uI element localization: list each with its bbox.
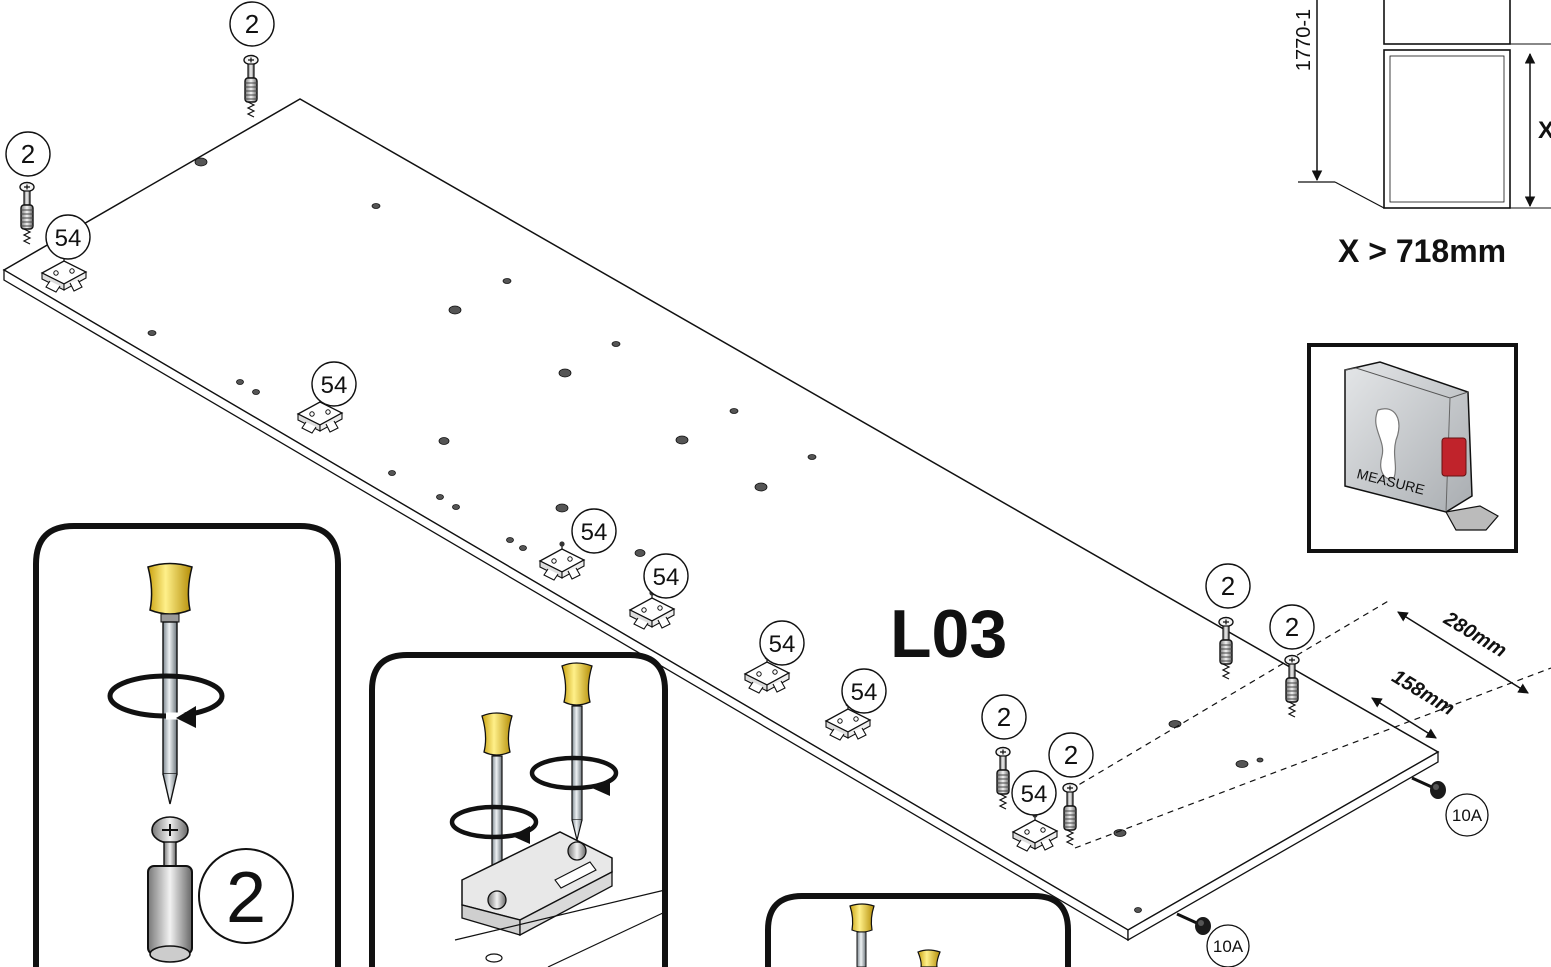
svg-text:54: 54 [581, 519, 608, 546]
callout-screw-4: 2 [1269, 604, 1315, 650]
svg-text:2: 2 [21, 139, 35, 169]
detail-part-callout: 2 [198, 848, 294, 944]
barrel-screw-detail-icon [147, 816, 193, 963]
svg-text:2: 2 [226, 858, 266, 938]
screwdriver-icon [147, 562, 193, 805]
barrel-screw-2 [19, 181, 35, 245]
callout-screw-1: 2 [229, 1, 275, 47]
cabinet-height-inset: 1770-1 X X > 718mm [1293, 0, 1551, 269]
screwdriver-partial-icon [849, 903, 941, 967]
callout-knob-2: 10A [1206, 924, 1250, 967]
screw-detail-panel: 2 [33, 523, 341, 967]
handle-knob-1 [1410, 776, 1448, 801]
dashed-guides [1069, 599, 1551, 849]
svg-text:2: 2 [1221, 571, 1235, 601]
rotate-arrow-left-icon [449, 804, 539, 844]
callout-plate-1: 54 [45, 214, 91, 260]
callout-plate-5: 54 [759, 620, 805, 666]
barrel-screw-1 [243, 54, 259, 118]
rotate-arrow-right-icon [529, 755, 619, 796]
callout-knob-1: 10A [1445, 793, 1489, 837]
third-detail-panel [765, 893, 1071, 967]
step-title: L03 [890, 596, 1007, 672]
callout-screw-6: 2 [1048, 732, 1094, 778]
svg-text:2: 2 [997, 702, 1011, 732]
svg-text:2: 2 [1285, 612, 1299, 642]
svg-text:2: 2 [1064, 740, 1078, 770]
gap-marker-label: X [1538, 117, 1551, 144]
svg-text:54: 54 [851, 679, 878, 706]
svg-text:10A: 10A [1452, 806, 1483, 825]
height-range-label: 1770-1 [1293, 9, 1315, 71]
tape-measure-box: MEASURE [1307, 343, 1518, 553]
svg-text:54: 54 [769, 631, 796, 658]
svg-text:54: 54 [55, 225, 82, 252]
svg-text:2: 2 [245, 9, 259, 39]
callout-plate-6: 54 [841, 668, 887, 714]
svg-text:54: 54 [321, 372, 348, 399]
svg-text:54: 54 [653, 564, 680, 591]
panel [2, 98, 1440, 942]
gap-condition-label: X > 718mm [1338, 233, 1506, 269]
hinge-plate-detail-icon [454, 831, 666, 967]
callout-screw-5: 2 [981, 694, 1027, 740]
svg-text:54: 54 [1021, 781, 1048, 808]
callout-plate-7: 54 [1011, 770, 1057, 816]
callout-plate-4: 54 [643, 553, 689, 599]
svg-text:10A: 10A [1213, 937, 1244, 956]
callout-screw-3: 2 [1205, 563, 1251, 609]
plate-detail-panel [369, 652, 668, 967]
handle-knob-2 [1175, 912, 1213, 937]
offset-label-upper: 280mm [1439, 607, 1510, 662]
drill-holes [147, 157, 1264, 913]
callout-screw-2: 2 [5, 131, 51, 177]
tape-measure-icon: MEASURE [1344, 361, 1499, 531]
callout-plate-2: 54 [311, 361, 357, 407]
callout-plate-3: 54 [571, 508, 617, 554]
offset-label-lower: 158mm [1388, 666, 1458, 720]
rotate-arrow-icon [107, 673, 225, 728]
screwdriver-right-icon [561, 662, 593, 841]
